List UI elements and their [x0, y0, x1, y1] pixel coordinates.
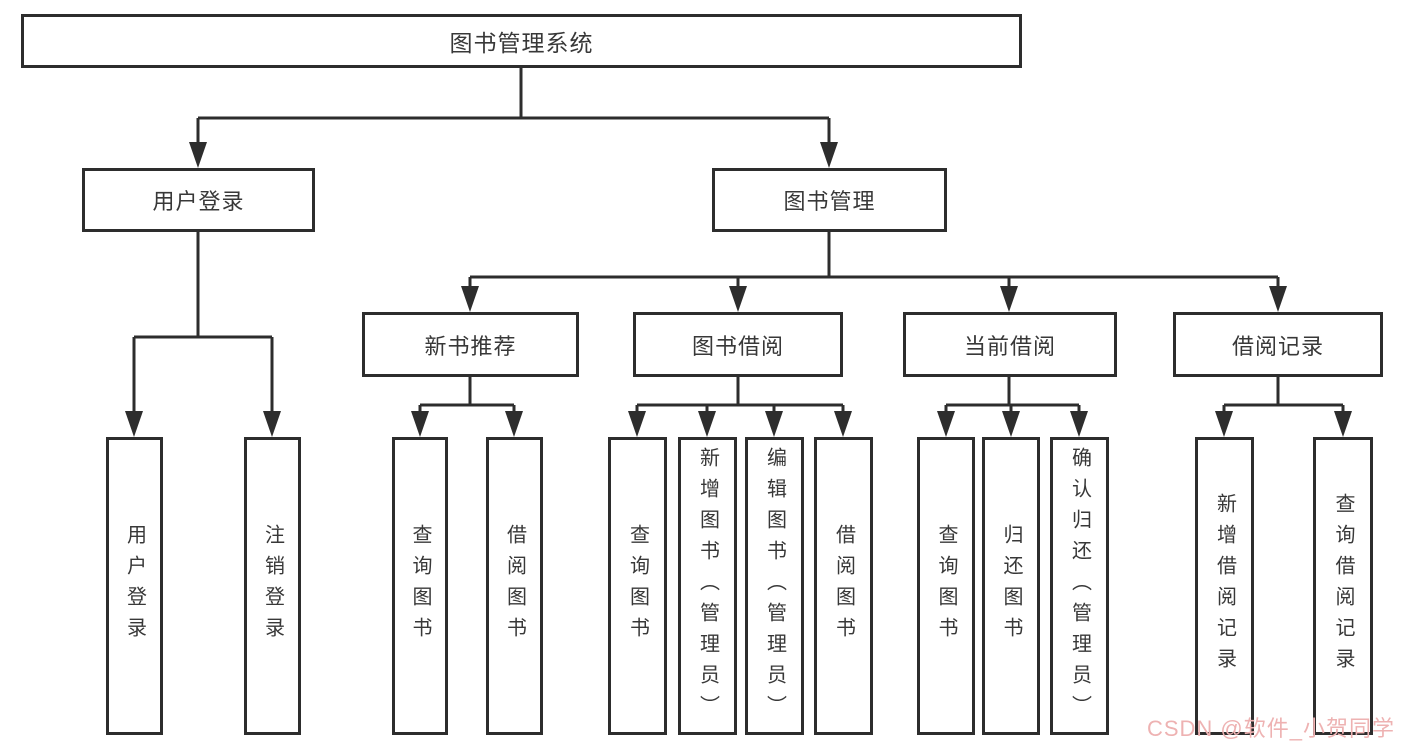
node-root-label: 图书管理系统	[449, 30, 594, 56]
connector-user-login	[132, 232, 274, 414]
connector-book-mgmt	[468, 232, 1280, 290]
leaf-borrow-borrow-label: 借阅图书	[832, 524, 855, 648]
leaf-current-confirm-label: 确认归还（管理员）	[1068, 446, 1091, 726]
leaf-user-login-label: 用户登录	[123, 524, 146, 648]
leaf-user-login: 用户登录	[106, 437, 163, 735]
connector-root	[196, 68, 831, 146]
leaf-records-query: 查询借阅记录	[1313, 437, 1373, 735]
leaf-current-query-label: 查询图书	[935, 524, 957, 648]
leaf-borrow-edit-label: 编辑图书（管理员）	[763, 446, 786, 726]
connector-current-borrow	[944, 377, 1081, 414]
leaf-current-return-label: 归还图书	[1000, 524, 1022, 648]
node-borrow-records-label: 借阅记录	[1231, 333, 1324, 359]
leaf-logout-label: 注销登录	[261, 524, 284, 648]
leaf-logout: 注销登录	[244, 437, 301, 735]
node-book-borrow: 图书借阅	[633, 312, 843, 377]
node-user-login-label: 用户登录	[152, 189, 245, 214]
leaf-current-query: 查询图书	[917, 437, 975, 735]
node-current-borrow-label: 当前借阅	[963, 333, 1056, 359]
connector-book-borrow	[635, 377, 845, 414]
node-book-mgmt: 图书管理	[712, 168, 947, 232]
node-new-books: 新书推荐	[362, 312, 579, 377]
node-borrow-records: 借阅记录	[1173, 312, 1383, 377]
node-new-books-label: 新书推荐	[424, 333, 517, 359]
leaf-borrow-query-label: 查询图书	[626, 524, 649, 648]
node-root: 图书管理系统	[21, 14, 1022, 68]
leaf-borrow-add-label: 新增图书（管理员）	[696, 446, 719, 726]
node-book-mgmt-label: 图书管理	[783, 189, 876, 214]
leaf-current-confirm: 确认归还（管理员）	[1050, 437, 1109, 735]
leaf-newbooks-query-label: 查询图书	[409, 524, 431, 648]
connector-borrow-records	[1222, 377, 1345, 414]
node-current-borrow: 当前借阅	[903, 312, 1117, 377]
leaf-borrow-borrow: 借阅图书	[814, 437, 873, 735]
leaf-newbooks-query: 查询图书	[392, 437, 448, 735]
node-book-borrow-label: 图书借阅	[691, 333, 784, 359]
leaf-records-add: 新增借阅记录	[1195, 437, 1254, 735]
arrowheads	[125, 142, 1352, 437]
leaf-records-add-label: 新增借阅记录	[1213, 493, 1236, 679]
leaf-borrow-query: 查询图书	[608, 437, 667, 735]
connector-new-books	[418, 377, 516, 414]
leaf-newbooks-borrow-label: 借阅图书	[503, 524, 526, 648]
csdn-watermark: CSDN @软件_小贺同学	[1146, 716, 1395, 741]
node-user-login: 用户登录	[82, 168, 315, 232]
leaf-current-return: 归还图书	[982, 437, 1040, 735]
leaf-records-query-label: 查询借阅记录	[1332, 493, 1354, 679]
leaf-newbooks-borrow: 借阅图书	[486, 437, 543, 735]
leaf-borrow-add: 新增图书（管理员）	[678, 437, 737, 735]
leaf-borrow-edit: 编辑图书（管理员）	[745, 437, 804, 735]
